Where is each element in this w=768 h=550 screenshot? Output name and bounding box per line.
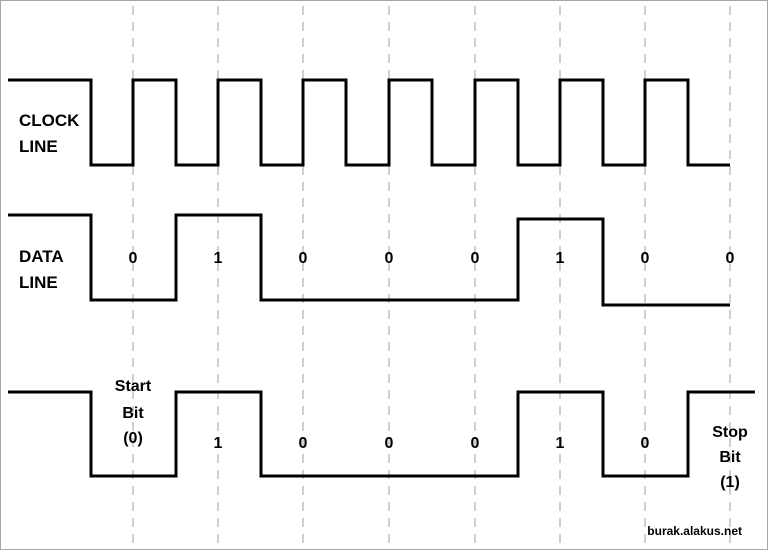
clock-label-line1: CLOCK <box>19 111 80 130</box>
clock-line-waveform <box>8 78 730 167</box>
stop-bit-label-line3: (1) <box>720 474 740 491</box>
data-bit-2: 1 <box>214 250 223 267</box>
stop-bit-label-line2: Bit <box>719 449 741 466</box>
uart-frame-waveform <box>8 390 755 478</box>
data-bit-3: 0 <box>299 250 308 267</box>
time-guides <box>132 6 731 548</box>
frame-bit-labels: 1 0 0 0 1 0 <box>214 435 650 452</box>
data-bit-labels: 0 1 0 0 0 1 0 0 <box>129 250 735 267</box>
stop-bit-label-line1: Stop <box>712 424 748 441</box>
watermark: burak.alakus.net <box>647 524 742 538</box>
data-label-line2: LINE <box>19 273 58 292</box>
frame-bit-2: 0 <box>299 435 308 452</box>
frame-bit-4: 0 <box>471 435 480 452</box>
frame-bit-6: 0 <box>641 435 650 452</box>
clock-label-line2: LINE <box>19 137 58 156</box>
data-bit-1: 0 <box>129 250 138 267</box>
start-bit-label-line3: (0) <box>123 430 143 447</box>
frame-bit-1: 1 <box>214 435 223 452</box>
frame-bit-5: 1 <box>556 435 565 452</box>
data-label-line1: DATA <box>19 247 64 266</box>
data-line-waveform <box>8 213 730 307</box>
start-bit-label-line1: Start <box>115 378 152 395</box>
data-bit-6: 1 <box>556 250 565 267</box>
frame-bit-3: 0 <box>385 435 394 452</box>
data-bit-5: 0 <box>471 250 480 267</box>
data-bit-7: 0 <box>641 250 650 267</box>
data-bit-8: 0 <box>726 250 735 267</box>
data-bit-4: 0 <box>385 250 394 267</box>
start-bit-label-line2: Bit <box>122 405 144 422</box>
